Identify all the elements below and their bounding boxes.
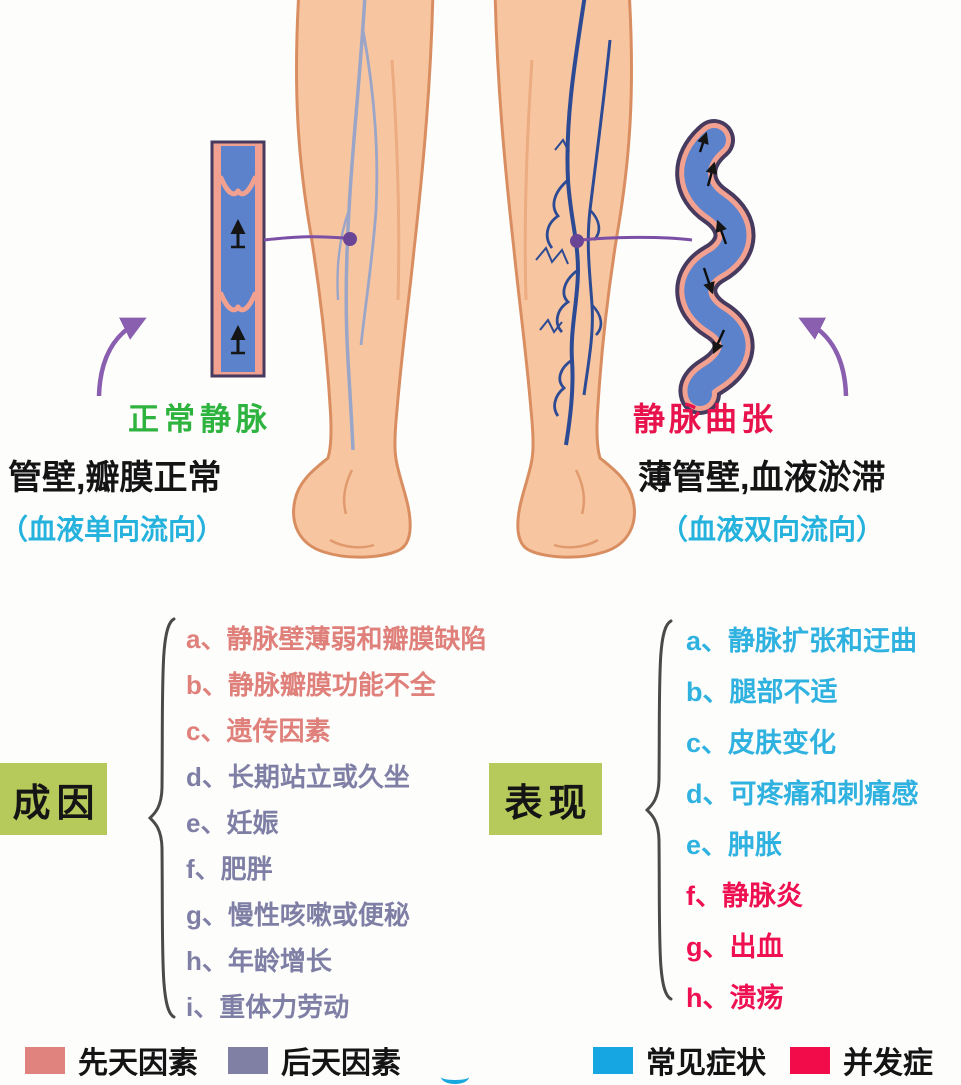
legend-item-symptom: 常见症状	[593, 1038, 766, 1082]
inset-connectors	[263, 232, 693, 248]
legend-item-congenital: 先天因素	[25, 1038, 198, 1082]
normal-leg	[292, 0, 435, 559]
cause-item: d、长期站立或久坐	[186, 762, 410, 792]
cause-item: c、遗传因素	[186, 716, 331, 746]
bottom-cyan-mark	[441, 1070, 469, 1084]
varicose-vein-flow-note: （血液双向流向）	[660, 514, 885, 545]
causes-label: 成因	[12, 782, 101, 825]
legend-label-symptom: 常见症状	[646, 1047, 766, 1080]
legend-label-congenital: 先天因素	[78, 1047, 198, 1080]
cause-item: a、静脉壁薄弱和瓣膜缺陷	[186, 624, 487, 654]
manifestations-list: a、静脉扩张和迂曲 b、腿部不适 c、皮肤变化 d、可疼痛和刺痛感 e、肿胀 f…	[686, 616, 919, 1024]
legend-label-acquired: 后天因素	[281, 1047, 401, 1080]
symptom-color-swatch	[593, 1046, 633, 1074]
varicose-vein-inset	[675, 119, 756, 415]
cause-item: i、重体力劳动	[186, 992, 350, 1022]
manifestation-item: h、溃疡	[686, 983, 784, 1013]
cause-item: g、慢性咳嗽或便秘	[186, 900, 410, 930]
manifestation-item: d、可疼痛和刺痛感	[686, 779, 919, 809]
causes-brace	[148, 617, 176, 1019]
manifestation-item: c、皮肤变化	[686, 728, 837, 758]
manifestation-item: b、腿部不适	[686, 677, 838, 707]
manifestations-label-box: 表现	[489, 763, 602, 835]
cause-item: e、妊娠	[186, 808, 279, 838]
varicose-vein-description: 薄管壁,血液淤滞	[638, 459, 886, 497]
normal-vein-point	[343, 232, 357, 246]
varicose-vein-point	[570, 234, 584, 248]
manifestations-brace	[645, 619, 673, 1001]
varicose-vein-title: 静脉曲张	[633, 401, 778, 437]
congenital-color-swatch	[25, 1046, 65, 1074]
legend-item-acquired: 后天因素	[228, 1038, 401, 1082]
two-way-flow-arrows	[697, 131, 728, 355]
legs-illustration	[96, 0, 849, 559]
manifestation-item: e、肿胀	[686, 830, 783, 860]
normal-vein-title: 正常静脉	[128, 402, 272, 437]
complication-color-swatch	[790, 1046, 830, 1074]
normal-vein-inset	[210, 140, 266, 378]
valve-leaflets	[218, 175, 258, 313]
normal-leg-veins	[336, 0, 379, 451]
acquired-color-swatch	[228, 1046, 268, 1074]
normal-vein-description: 管壁,瓣膜正常	[8, 459, 222, 497]
cause-item: b、静脉瓣膜功能不全	[186, 670, 436, 700]
legend-item-complication: 并发症	[790, 1038, 933, 1082]
varicose-leg	[493, 0, 636, 559]
normal-vein-flow-note: （血液单向流向）	[0, 514, 225, 545]
manifestation-item: g、出血	[686, 932, 784, 962]
causes-label-box: 成因	[0, 763, 107, 835]
legend-label-complication: 并发症	[843, 1047, 933, 1080]
manifestation-item: a、静脉扩张和迂曲	[686, 626, 918, 656]
one-way-flow-arrows	[230, 219, 246, 355]
manifestation-item: f、静脉炎	[686, 881, 803, 911]
cause-item: f、肥胖	[186, 854, 273, 884]
manifestations-label: 表现	[504, 782, 593, 825]
causes-list: a、静脉壁薄弱和瓣膜缺陷 b、静脉瓣膜功能不全 c、遗传因素 d、长期站立或久坐…	[186, 616, 486, 1030]
curved-arrow-left	[96, 317, 147, 397]
cause-item: h、年龄增长	[186, 946, 332, 976]
curved-arrow-right	[798, 317, 849, 397]
